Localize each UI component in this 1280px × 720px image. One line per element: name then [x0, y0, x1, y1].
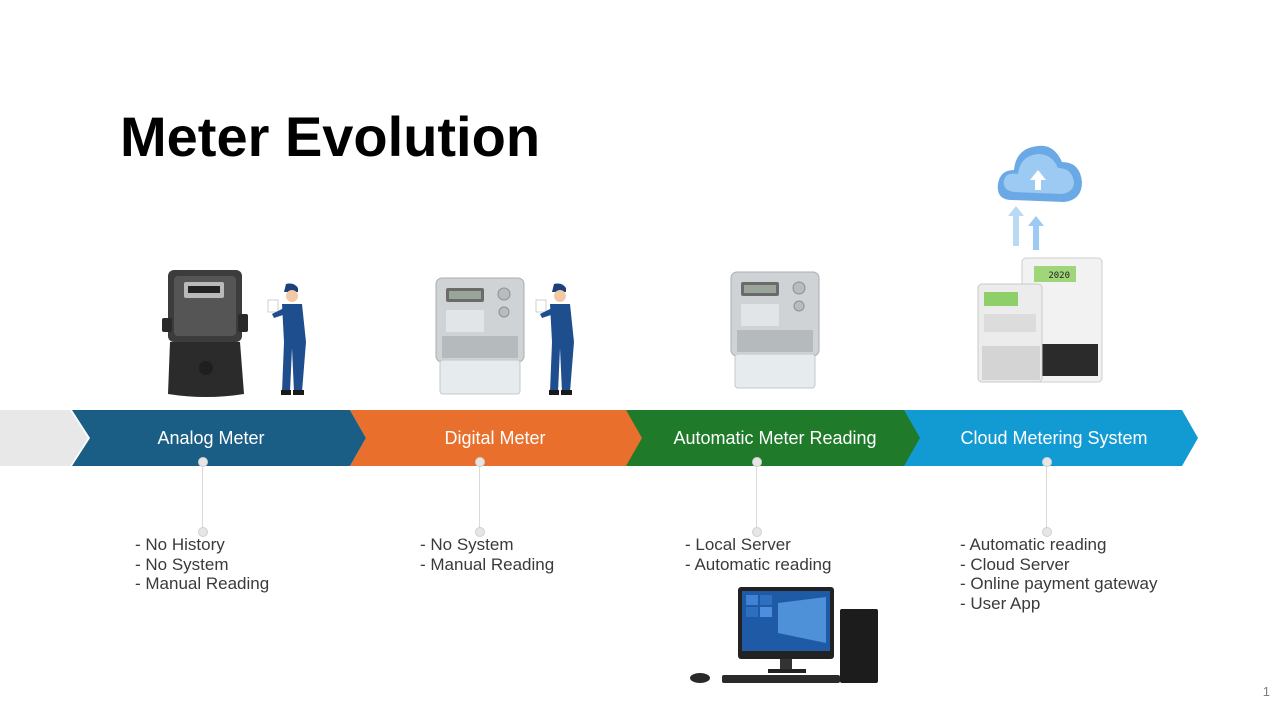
- bullet-item: - Manual Reading: [135, 574, 270, 593]
- stage-label-analog: Analog Meter: [157, 428, 265, 448]
- connector-dot-digital-top: [475, 457, 485, 467]
- timeline-lead-segment: [0, 410, 88, 466]
- timeline-band: [0, 410, 1198, 466]
- bullet-item: - Automatic reading: [685, 554, 832, 574]
- meter-display-reading: 2020: [1048, 271, 1070, 281]
- bullet-item: - Automatic reading: [960, 535, 1107, 554]
- connector-dot-amr-bottom: [752, 527, 762, 537]
- bullets-digital: - No System - Manual Reading: [420, 535, 554, 574]
- bullets-amr: - Local Server - Automatic reading: [685, 535, 831, 574]
- bullet-item: - Online payment gateway: [960, 574, 1158, 593]
- timeline-segment-amr: [626, 410, 922, 466]
- timeline-segment-digital: [350, 410, 644, 466]
- connector-dot-analog-top: [198, 457, 208, 467]
- connector-line-digital: [479, 462, 480, 532]
- smart-meter-icon: 2020: [977, 257, 1103, 383]
- bullet-item: - Manual Reading: [420, 554, 555, 574]
- connector-line-amr: [756, 462, 757, 532]
- connector-dot-digital-bottom: [475, 527, 485, 537]
- bullet-item: - User App: [960, 593, 1041, 613]
- bullet-item: - Local Server: [685, 535, 791, 554]
- connector-dot-cloud-top: [1042, 457, 1052, 467]
- slide-title: Meter Evolution: [120, 105, 541, 168]
- technician-icon: [267, 283, 306, 395]
- technician-icon: [535, 283, 574, 395]
- digital-meter-icon: [435, 277, 525, 395]
- bullet-item: - Cloud Server: [960, 554, 1070, 574]
- bullet-item: - No System: [135, 554, 229, 574]
- connector-line-cloud: [1046, 462, 1047, 532]
- timeline-segment-cloud: [904, 410, 1198, 466]
- timeline-segment-analog: [72, 410, 366, 466]
- bullet-item: - No System: [420, 535, 514, 554]
- connector-line-analog: [202, 462, 203, 532]
- analog-meter-icon: [162, 270, 248, 397]
- bullet-item: - No History: [135, 535, 225, 554]
- desktop-computer-icon: [690, 587, 878, 683]
- digital-meter-icon: [730, 271, 820, 389]
- page-number: 1: [1262, 684, 1270, 699]
- cloud-upload-icon: [997, 145, 1082, 250]
- stage-label-cloud: Cloud Metering System: [960, 428, 1148, 448]
- bullets-analog: - No History - No System - Manual Readin…: [135, 535, 269, 594]
- connector-dot-cloud-bottom: [1042, 527, 1052, 537]
- connector-dot-analog-bottom: [198, 527, 208, 537]
- connector-dot-amr-top: [752, 457, 762, 467]
- stage-label-digital: Digital Meter: [444, 428, 546, 448]
- bullets-cloud: - Automatic reading - Cloud Server - Onl…: [960, 535, 1158, 613]
- stage-label-amr: Automatic Meter Reading: [673, 428, 877, 448]
